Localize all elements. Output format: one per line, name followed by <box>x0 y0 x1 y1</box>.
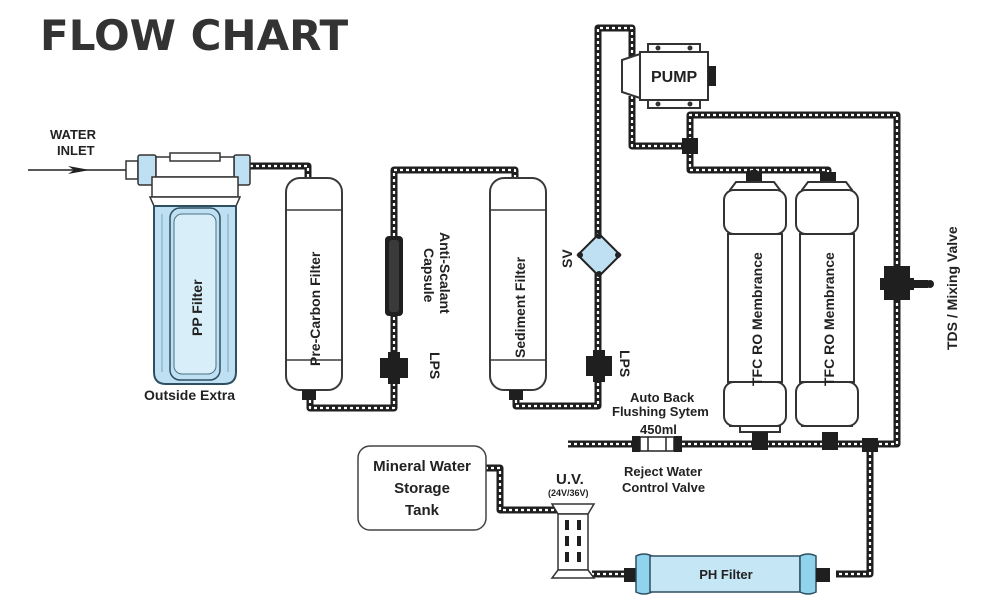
outlet-tee <box>862 438 878 452</box>
sv-label: SV <box>559 249 575 268</box>
pump-label: PUMP <box>651 69 698 86</box>
ph-filter-label: PH Filter <box>699 567 752 582</box>
tds-label: TDS / Mixing Valve <box>944 226 960 350</box>
uv-lamp: U.V. (24V/36V) <box>548 471 596 579</box>
membrane-1-outlet <box>752 432 768 450</box>
pump: PUMP <box>621 43 716 109</box>
lps-switch-1: LPS <box>380 352 443 384</box>
pp-filter: PP Filter Outside Extra <box>125 152 251 403</box>
pre-carbon-label: Pre-Carbon Filter <box>307 251 323 366</box>
auto-back-label-2: Flushing Sytem <box>612 404 709 419</box>
water-inlet: WATER INLET <box>28 127 128 174</box>
ph-filter: PH Filter <box>624 553 830 595</box>
water-inlet-label-1: WATER <box>50 127 97 142</box>
lps-2-label: LPS <box>617 350 633 377</box>
outside-extra-label: Outside Extra <box>144 387 235 403</box>
tfc-membrane-2: TFC RO Membrance <box>795 172 859 427</box>
anti-scalant-label-1: Anti-Scalant <box>437 232 453 314</box>
page-title: FLOW CHART <box>40 11 349 60</box>
tfc-1-label: TFC RO Membrance <box>749 252 765 386</box>
anti-scalant-label-2: Capsule <box>421 248 437 303</box>
uv-volt-label: (24V/36V) <box>548 488 589 498</box>
mineral-water-storage-tank: Mineral Water Storage Tank <box>357 445 487 531</box>
uv-label: U.V. <box>556 471 584 488</box>
tds-mixing-valve: TDS / Mixing Valve <box>880 226 960 350</box>
inlet-arrow-icon <box>68 166 90 174</box>
tank-label-2: Storage <box>394 480 450 497</box>
tfc-membrane-1: TFC RO Membrance <box>723 172 787 433</box>
tank-label-3: Tank <box>405 502 440 519</box>
lps-1-label: LPS <box>427 352 443 379</box>
tfc-2-label: TFC RO Membrance <box>821 252 837 386</box>
sediment-label: Sediment Filter <box>512 256 528 358</box>
pp-filter-label: PP Filter <box>189 279 205 336</box>
reject-label-1: Reject Water <box>624 464 702 479</box>
membrane-2-outlet <box>822 432 838 450</box>
sv-valve: SV <box>559 232 622 278</box>
pre-carbon-filter: Pre-Carbon Filter <box>285 177 343 400</box>
ml-450-label: 450ml <box>640 422 677 437</box>
water-inlet-label-2: INLET <box>57 143 95 158</box>
lps-switch-2: LPS <box>586 350 633 382</box>
anti-scalant-capsule: Anti-Scalant Capsule <box>385 232 453 316</box>
auto-back-label-1: Auto Back <box>630 390 695 405</box>
sediment-filter: Sediment Filter <box>489 177 547 400</box>
reject-water-valve: Auto Back Flushing Sytem 450ml Reject Wa… <box>612 390 709 495</box>
reject-label-2: Control Valve <box>622 480 705 495</box>
tee-fitting <box>682 138 698 154</box>
tank-label-1: Mineral Water <box>373 458 471 475</box>
